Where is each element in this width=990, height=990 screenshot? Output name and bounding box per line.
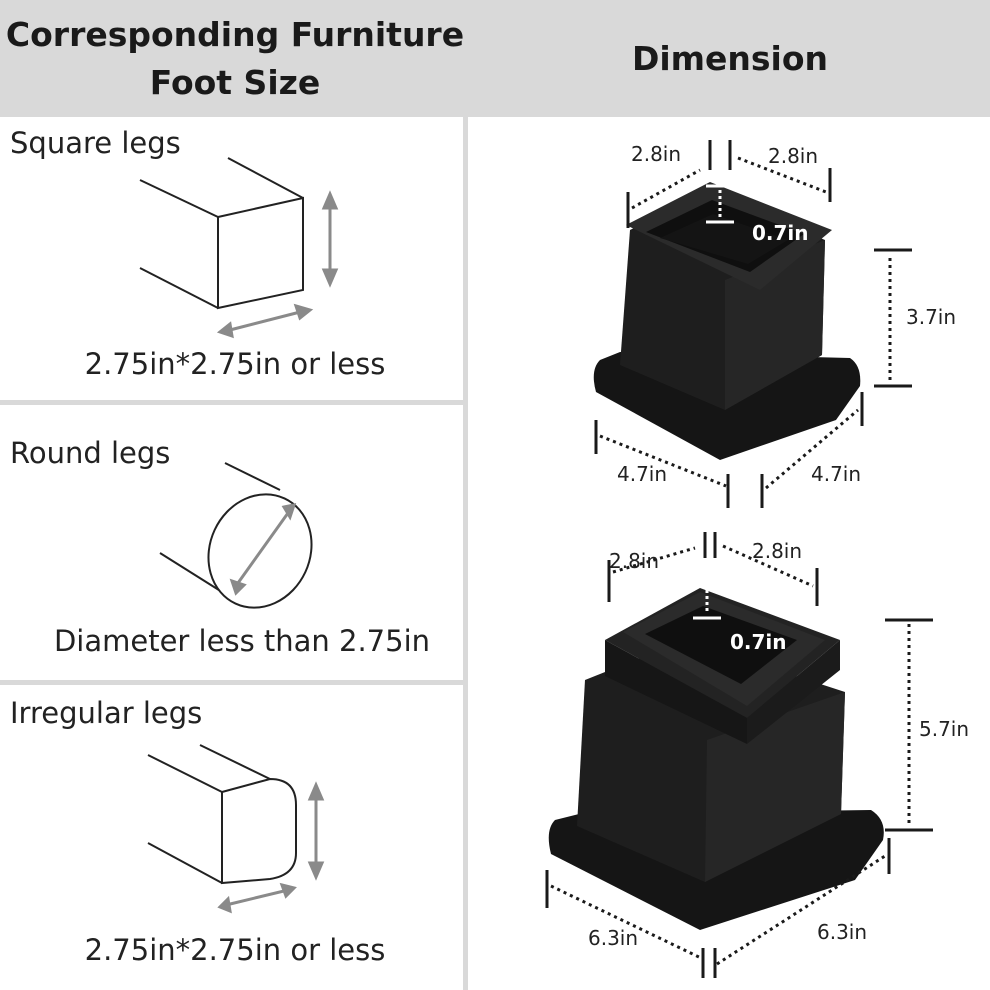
foot-size-header: Corresponding Furniture Foot Size — [0, 0, 470, 117]
column-divider — [463, 117, 468, 990]
irregular-legs-caption: 2.75in*2.75in or less — [84, 933, 386, 967]
large-base-left-dim: 6.3in — [588, 926, 639, 950]
large-height-dim: 5.7in — [919, 717, 970, 741]
large-base-right-dim: 6.3in — [817, 920, 868, 944]
round-leg-icon — [159, 462, 313, 609]
irregular-legs-label: Irregular legs — [10, 696, 203, 730]
double-arrow-icon — [217, 781, 325, 914]
small-base-left-dim: 4.7in — [617, 462, 668, 486]
small-depth-dim: 0.7in — [752, 221, 809, 245]
small-base-right-dim: 4.7in — [811, 462, 862, 486]
round-legs-caption: Diameter less than 2.75in — [53, 624, 431, 658]
small-top-right-dim: 2.8in — [768, 144, 819, 168]
small-top-left-dim: 2.8in — [631, 142, 682, 166]
dotted-dimension-arrow-icon — [599, 156, 892, 490]
header-bar — [0, 0, 990, 117]
round-legs-label: Round legs — [10, 436, 171, 470]
foot-size-header-line2: Foot Size — [149, 62, 321, 102]
large-riser-image — [545, 532, 933, 978]
irregular-leg-icon — [147, 744, 325, 914]
large-depth-dim: 0.7in — [730, 630, 787, 654]
square-legs-caption: 2.75in*2.75in or less — [84, 347, 386, 381]
square-legs-label: Square legs — [10, 126, 181, 160]
square-leg-icon — [139, 157, 339, 339]
dotted-dimension-arrow-icon — [550, 544, 911, 966]
dimension-header: Dimension — [631, 39, 829, 78]
row-divider-2 — [0, 680, 463, 685]
small-height-dim: 3.7in — [906, 305, 957, 329]
double-arrow-icon — [229, 503, 297, 596]
large-top-left-dim: 2.8in — [609, 549, 660, 573]
foot-size-header-line1: Corresponding Furniture — [5, 14, 465, 54]
row-divider-1 — [0, 400, 463, 405]
double-arrow-icon — [216, 190, 339, 339]
large-top-right-dim: 2.8in — [752, 539, 803, 563]
small-riser-image — [593, 140, 912, 508]
